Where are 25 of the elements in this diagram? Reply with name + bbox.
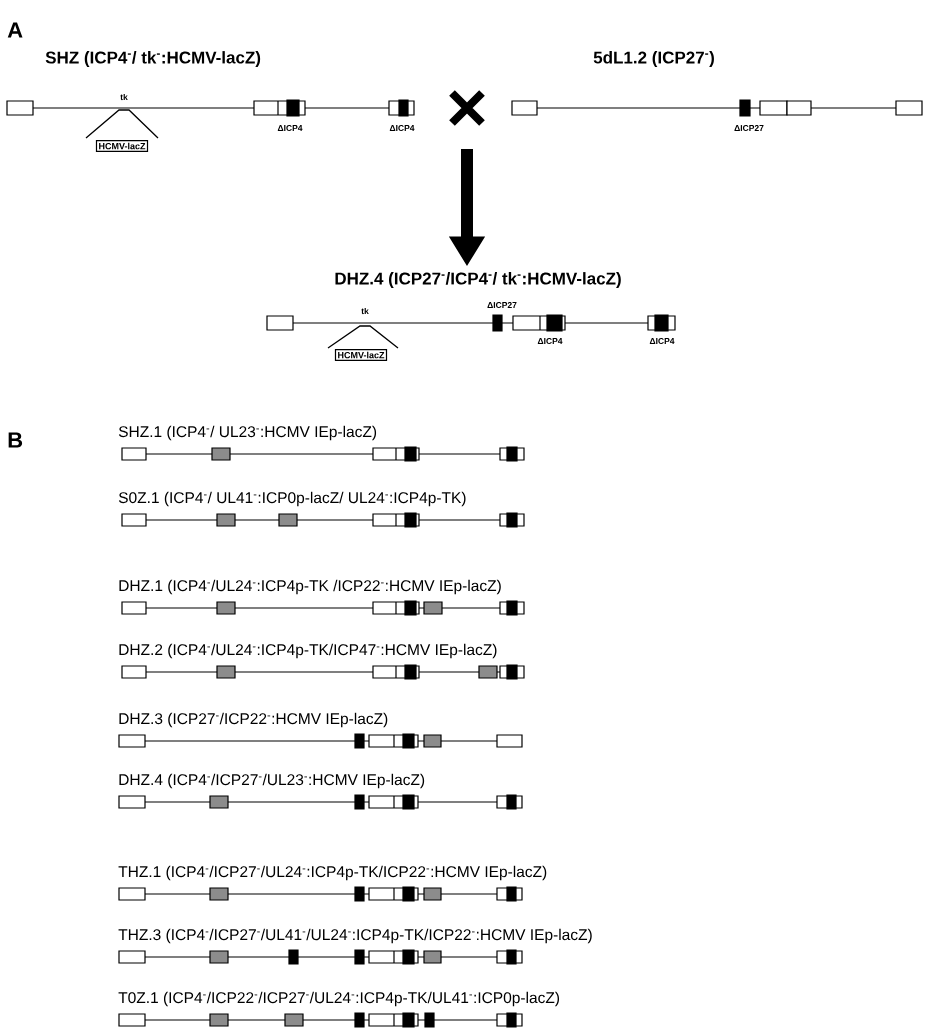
panel-letter: A [7,22,23,38]
strain-heading: DHZ.4 (ICP27$^{-}$/ICP4$^{-}$/ tk$^{-}$:HCMV-lacZ) [335,272,621,288]
strain-heading: DHZ.2 (ICP4$^{-}$/UL24$^{-}$:ICP4p-TK/ICP47$^{-}$:HCMV IEp-lacZ) [119,643,497,659]
deletion-label: ΔICP4 [537,338,563,344]
cross-symbol [448,89,486,127]
deletion-label: ΔICP4 [649,338,675,344]
strain-heading: THZ.3 (ICP4$^{-}$/ICP27$^{-}$/UL41$^{-}$/UL24$^{-}$:ICP4p-TK/ICP22$^{-}$:HCMV IEp-lacZ) [118,928,592,944]
gene-label: tk [120,93,128,101]
strain-heading: SHZ.1 (ICP4$^{-}$/ UL23$^{-}$:HCMV IEp-lacZ) [118,425,377,441]
strain-heading: THZ.1 (ICP4$^{-}$/ICP27$^{-}$/UL24$^{-}$:ICP4p-TK/ICP22$^{-}$:HCMV IEp-lacZ) [118,865,547,881]
strain-heading: DHZ.4 (ICP4$^{-}$/ICP27$^{-}$/UL23$^{-}$:HCMV IEp-lacZ) [119,773,425,789]
strain-heading: T0Z.1 (ICP4$^{-}$/ICP22$^{-}$/ICP27$^{-}$/UL24$^{-}$:ICP4p-TK/UL41$^{-}$:ICP0p-lacZ) [118,991,560,1007]
deletion-label: ΔICP4 [389,125,415,131]
strain-heading: DHZ.1 (ICP4$^{-}$/UL24$^{-}$:ICP4p-TK /ICP22$^{-}$:HCMV IEp-lacZ) [119,579,501,595]
deletion-label: ΔICP27 [734,125,764,131]
strain-heading: S0Z.1 (ICP4$^{-}$/ UL41$^{-}$:ICP0p-lacZ/ UL24$^{-}$:ICP4p-TK) [118,491,466,507]
strain-heading: DHZ.3 (ICP27$^{-}$/ICP22$^{-}$:HCMV IEp-lacZ) [119,712,388,728]
insert-box: HCMV-lacZ [95,140,149,152]
deletion-label: ΔICP4 [277,125,303,131]
panel-letter: B [8,432,23,448]
gene-label: tk [361,307,369,315]
insert-box: HCMV-lacZ [334,349,388,361]
strain-heading: 5dL1.2 (ICP27$^{-}$) [593,51,714,67]
deletion-label: ΔICP27 [487,302,517,308]
strain-heading: SHZ (ICP4$^{-}$/ tk$^{-}$:HCMV-lacZ) [45,51,261,67]
